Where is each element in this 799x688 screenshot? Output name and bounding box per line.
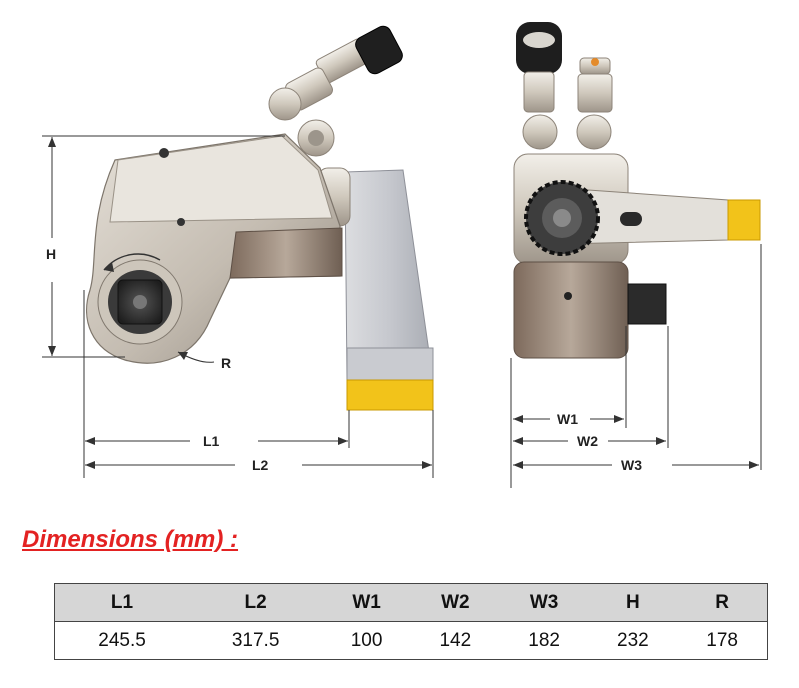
front-couplers bbox=[516, 22, 613, 150]
hose-fittings bbox=[268, 25, 403, 157]
value-cell-w2: 142 bbox=[410, 621, 500, 660]
top-knob bbox=[159, 148, 169, 158]
ratchet-slot bbox=[620, 212, 642, 226]
dim-label-l2: L2 bbox=[252, 457, 269, 473]
header-cell-w2: W2 bbox=[410, 583, 500, 622]
ratchet-gear-hub bbox=[553, 209, 571, 227]
header-cell-l1: L1 bbox=[54, 583, 190, 622]
reaction-arm-foot bbox=[346, 347, 434, 381]
dim-label-w1: W1 bbox=[557, 411, 578, 427]
body-screw bbox=[177, 218, 185, 226]
header-cell-l2: L2 bbox=[189, 583, 323, 622]
front-drive-square bbox=[627, 283, 667, 325]
front-screw bbox=[564, 292, 572, 300]
wrench-dimension-drawing: H R L1 L2 bbox=[42, 22, 762, 488]
value-cell-h: 232 bbox=[588, 621, 678, 660]
table-header-row: L1 L2 W1 W2 W3 H R bbox=[54, 583, 769, 622]
reaction-arm-yellow-pad bbox=[346, 379, 434, 411]
dim-label-w2: W2 bbox=[577, 433, 598, 449]
dim-label-r: R bbox=[221, 355, 231, 371]
side-dimensions bbox=[42, 135, 434, 478]
header-cell-w1: W1 bbox=[322, 583, 411, 622]
front-body-lower bbox=[513, 261, 629, 359]
drive-square-center bbox=[133, 295, 147, 309]
value-cell-r: 178 bbox=[677, 621, 769, 660]
ratchet-yellow-pad bbox=[727, 199, 761, 241]
rotation-arrow-icon bbox=[103, 253, 161, 271]
rotation-arrowhead-icon bbox=[104, 262, 114, 272]
table-row: 245.5 317.5 100 142 182 232 178 bbox=[54, 621, 769, 660]
dimensions-table: L1 L2 W1 W2 W3 H R 245.5 317.5 100 142 1… bbox=[54, 583, 769, 660]
side-view bbox=[86, 25, 434, 411]
wrench-lower-body bbox=[229, 227, 343, 279]
value-cell-w1: 100 bbox=[322, 621, 411, 660]
front-dimensions bbox=[510, 244, 762, 488]
header-cell-h: H bbox=[588, 583, 678, 622]
value-cell-l1: 245.5 bbox=[54, 621, 190, 660]
dim-label-w3: W3 bbox=[621, 457, 642, 473]
value-cell-l2: 317.5 bbox=[189, 621, 323, 660]
header-cell-r: R bbox=[677, 583, 769, 622]
value-cell-w3: 182 bbox=[499, 621, 589, 660]
header-cell-w3: W3 bbox=[499, 583, 589, 622]
dim-label-h: H bbox=[46, 246, 56, 262]
dimensions-title: Dimensions (mm) : bbox=[22, 526, 239, 553]
dim-label-l1: L1 bbox=[203, 433, 220, 449]
front-view bbox=[513, 22, 761, 359]
